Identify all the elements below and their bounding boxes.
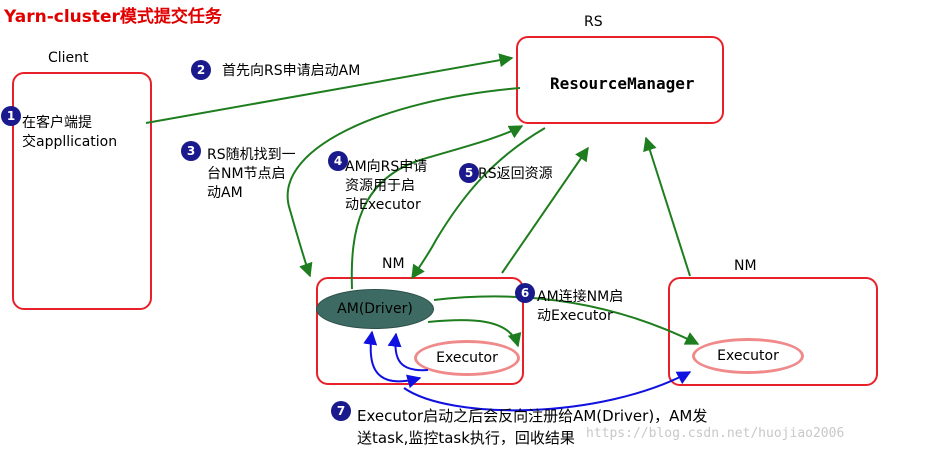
step-text-3-line1: RS随机找到一	[207, 147, 296, 163]
step-text-3-line2: 台NM节点启	[207, 166, 286, 182]
step-text-2: 首先向RS申请启动AM	[222, 62, 360, 81]
arrow-step2	[145, 53, 514, 124]
step-badge-4: 4	[328, 151, 348, 171]
executor-left-label: Executor	[436, 350, 498, 366]
resource-manager-box: ResourceManager	[516, 36, 724, 124]
client-text-line1: 在客户端提	[22, 115, 92, 131]
nm-left-label: NM	[382, 256, 405, 272]
step-text-6-line2: 动Executor	[537, 308, 613, 324]
step-badge-1: 1	[1, 106, 21, 126]
step-text-4: AM向RS申请 资源用于启 动Executor	[345, 158, 427, 215]
client-label: Client	[48, 50, 89, 66]
step-badge-7: 7	[331, 401, 351, 421]
client-text: 在客户端提 交appllication	[22, 114, 117, 152]
step-badge-2: 2	[191, 60, 211, 80]
arrow-nm-left-to-rm	[501, 146, 589, 274]
arrow-step3	[286, 87, 521, 278]
arrow-step5	[411, 127, 546, 280]
step-text-6: AM连接NM启 动Executor	[537, 288, 623, 326]
step-text-4-line3: 动Executor	[345, 197, 421, 213]
step-badge-5: 5	[459, 163, 479, 183]
watermark-text: https://blog.csdn.net/huojiao2006	[586, 426, 845, 441]
arrow-am-to-executor-left	[427, 319, 522, 348]
am-driver-label: AM(Driver)	[337, 301, 413, 317]
client-text-line2: 交appllication	[22, 134, 118, 150]
rs-label: RS	[584, 14, 603, 30]
step-text-4-line2: 资源用于启	[345, 178, 415, 194]
arrow-step6-right	[433, 295, 700, 345]
executor-right-node: Executor	[692, 338, 804, 374]
step-text-3-line3: 动AM	[207, 185, 243, 201]
step-text-5-line1: RS返回资源	[478, 166, 553, 182]
step-badge-6: 6	[515, 283, 535, 303]
step-text-3: RS随机找到一 台NM节点启 动AM	[207, 146, 296, 203]
step-badge-3: 3	[181, 141, 201, 161]
step-text-7: Executor启动之后会反向注册给AM(Driver)，AM发 送task,监…	[357, 405, 707, 449]
client-box	[12, 72, 152, 310]
step-text-2-line1: 首先向RS申请启动AM	[222, 63, 361, 79]
am-driver-node: AM(Driver)	[316, 289, 434, 329]
arrow-nm-right-to-rm	[643, 136, 691, 277]
arrow-step7-right	[403, 371, 692, 412]
step-text-7-line2: 送task,监控task执行，回收结果	[357, 429, 575, 447]
step-text-5: RS返回资源	[478, 165, 553, 184]
executor-right-label: Executor	[717, 348, 779, 364]
arrow-step7-left	[387, 332, 429, 372]
step-text-4-line1: AM向RS申请	[345, 159, 428, 175]
step-text-7-line1: Executor启动之后会反向注册给AM(Driver)，AM发	[357, 407, 708, 425]
arrow-step4	[350, 125, 524, 290]
diagram-title: Yarn-cluster模式提交任务	[4, 7, 222, 27]
step-text-6-line1: AM连接NM启	[537, 289, 624, 305]
nm-right-label: NM	[734, 258, 757, 274]
resource-manager-label: ResourceManager	[550, 74, 695, 93]
arrow-step7-left-outer	[363, 330, 422, 389]
